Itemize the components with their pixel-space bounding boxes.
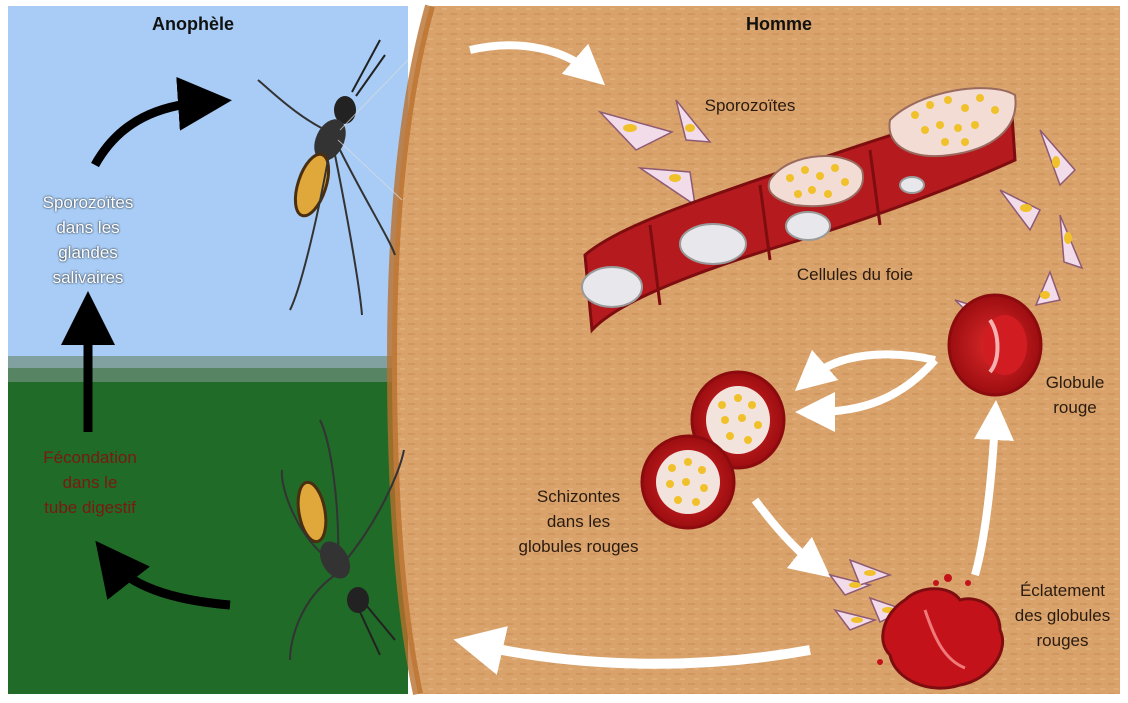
label-burst: Éclatement des globules rouges bbox=[1005, 578, 1120, 653]
sky-area bbox=[8, 6, 408, 368]
label-sporozoites: Sporozoïtes bbox=[680, 93, 820, 118]
label-red-cell: Globule rouge bbox=[1030, 370, 1120, 420]
grass-area bbox=[8, 368, 408, 694]
horizon-haze bbox=[8, 356, 408, 382]
label-sporozoites-salivary: Sporozoïtes dans les glandes salivaires bbox=[18, 190, 158, 290]
label-fecondation: Fécondation dans le tube digestif bbox=[20, 445, 160, 520]
header-anophele: Anophèle bbox=[152, 14, 234, 35]
header-homme: Homme bbox=[746, 14, 812, 35]
label-liver-cells: Cellules du foie bbox=[770, 262, 940, 287]
red-blood-cell-icon bbox=[949, 295, 1041, 395]
label-schizontes: Schizontes dans les globules rouges bbox=[506, 484, 651, 559]
